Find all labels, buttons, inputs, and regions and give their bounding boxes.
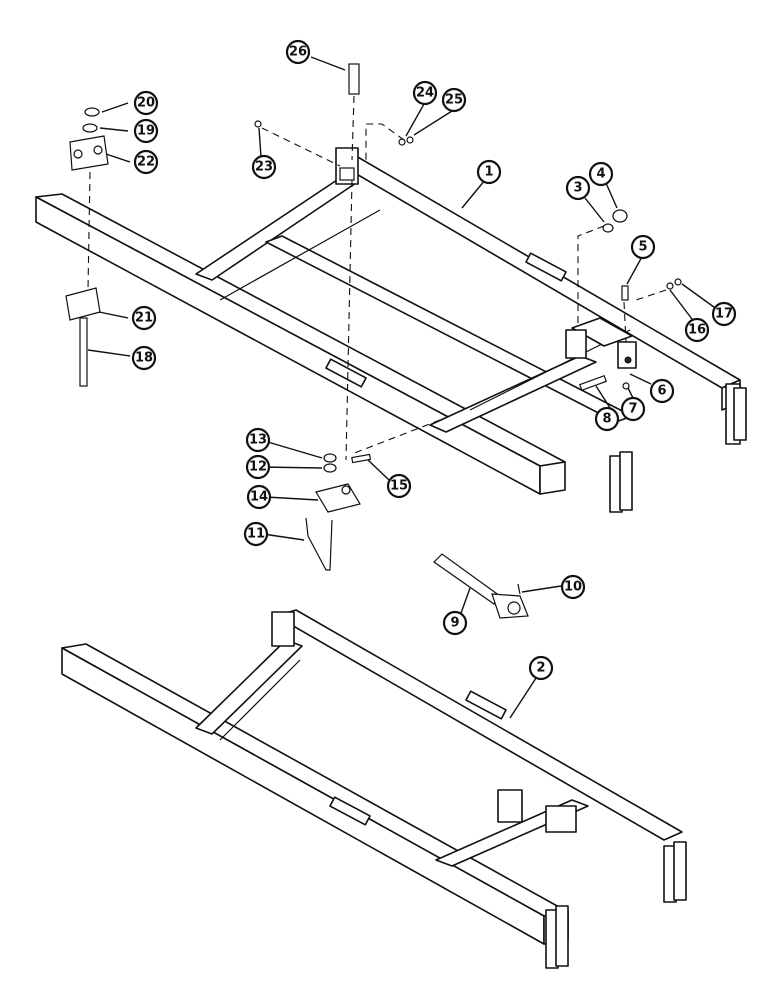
callout-label-20: 20 bbox=[137, 96, 155, 111]
callout-label-12: 12 bbox=[249, 460, 267, 475]
callout-1: 1 bbox=[476, 159, 502, 185]
callout-label-19: 19 bbox=[137, 124, 155, 139]
callout-label-22: 22 bbox=[137, 155, 155, 170]
callout-label-23: 23 bbox=[255, 160, 273, 175]
callout-19: 19 bbox=[133, 118, 159, 144]
callout-7: 7 bbox=[620, 396, 646, 422]
callout-17: 17 bbox=[711, 301, 737, 327]
callout-26: 26 bbox=[285, 39, 311, 65]
callout-label-16: 16 bbox=[688, 323, 706, 338]
callout-label-26: 26 bbox=[289, 45, 307, 60]
callout-15: 15 bbox=[386, 473, 412, 499]
callout-21: 21 bbox=[131, 305, 157, 331]
callout-label-21: 21 bbox=[135, 311, 153, 326]
callout-3: 3 bbox=[565, 175, 591, 201]
callout-9: 9 bbox=[442, 610, 468, 636]
dashed-assembly-lines bbox=[87, 95, 667, 461]
callout-label-4: 4 bbox=[596, 167, 605, 182]
callout-label-7: 7 bbox=[628, 402, 637, 417]
callout-label-18: 18 bbox=[135, 351, 153, 366]
callout-label-3: 3 bbox=[573, 181, 582, 196]
callout-25: 25 bbox=[441, 87, 467, 113]
callout-label-13: 13 bbox=[249, 433, 267, 448]
callout-10: 10 bbox=[560, 574, 586, 600]
callout-label-9: 9 bbox=[450, 616, 459, 631]
callout-label-24: 24 bbox=[416, 86, 434, 101]
callout-20: 20 bbox=[133, 90, 159, 116]
callout-22: 22 bbox=[133, 149, 159, 175]
callout-8: 8 bbox=[594, 406, 620, 432]
upper-frame bbox=[35, 147, 747, 513]
callout-4: 4 bbox=[588, 161, 614, 187]
callout-arrows bbox=[87, 56, 719, 719]
small-parts bbox=[65, 63, 682, 619]
callout-6: 6 bbox=[649, 378, 675, 404]
callout-24: 24 bbox=[412, 80, 438, 106]
callout-label-5: 5 bbox=[638, 240, 647, 255]
callout-label-6: 6 bbox=[657, 384, 666, 399]
callout-label-10: 10 bbox=[564, 580, 582, 595]
callout-18: 18 bbox=[131, 345, 157, 371]
callout-label-14: 14 bbox=[250, 490, 268, 505]
callout-16: 16 bbox=[684, 317, 710, 343]
callout-13: 13 bbox=[245, 427, 271, 453]
callout-label-17: 17 bbox=[715, 307, 733, 322]
callout-label-2: 2 bbox=[536, 661, 545, 676]
callout-label-15: 15 bbox=[390, 479, 408, 494]
callout-2: 2 bbox=[528, 655, 554, 681]
callout-11: 11 bbox=[243, 521, 269, 547]
callout-14: 14 bbox=[246, 484, 272, 510]
lower-frame bbox=[61, 609, 687, 969]
callout-label-8: 8 bbox=[602, 412, 611, 427]
callout-label-1: 1 bbox=[484, 165, 493, 180]
callout-12: 12 bbox=[245, 454, 271, 480]
callout-23: 23 bbox=[251, 154, 277, 180]
callout-label-25: 25 bbox=[445, 93, 463, 108]
callout-5: 5 bbox=[630, 234, 656, 260]
callout-label-11: 11 bbox=[247, 527, 265, 542]
